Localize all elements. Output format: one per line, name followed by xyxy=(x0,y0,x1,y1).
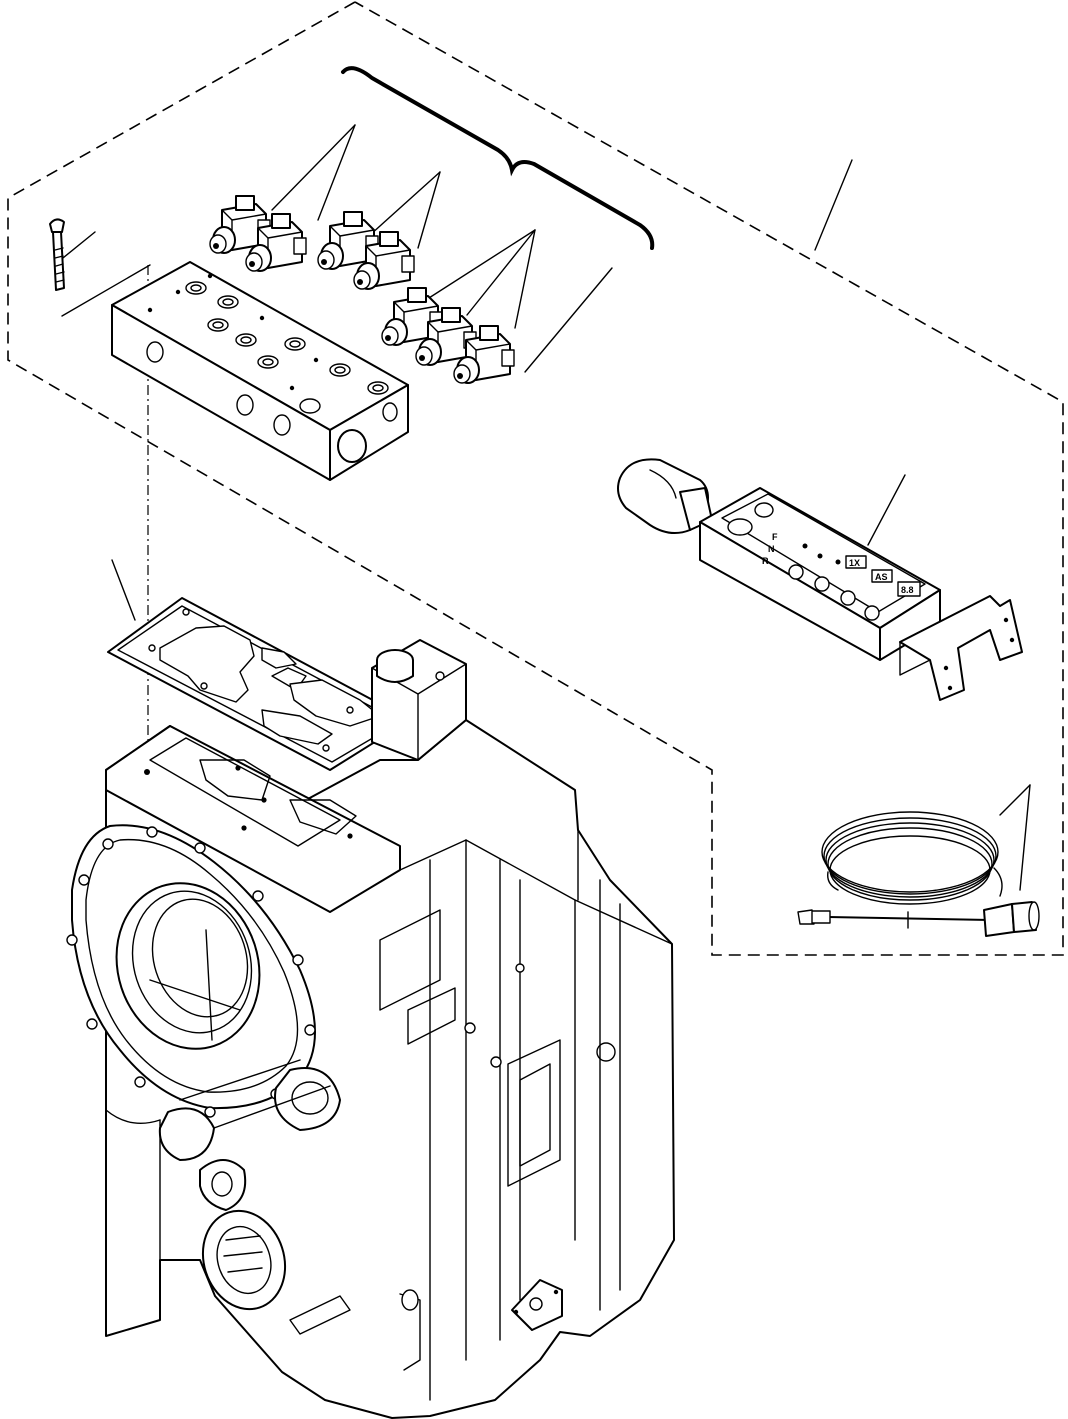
wiring-harness xyxy=(797,811,1040,937)
transmission-housing xyxy=(66,639,675,1419)
kit-boundary xyxy=(7,1,1064,956)
solenoid-group-brace xyxy=(341,66,655,250)
panel-key-letters: F N R xyxy=(762,532,778,566)
valve-gasket xyxy=(107,597,411,771)
control-valve-block xyxy=(111,261,409,481)
panel-buttons xyxy=(788,543,880,621)
key-letter-n: N xyxy=(768,544,775,554)
shift-control-lever: F N R 1X AS 8.8 xyxy=(617,458,1023,701)
panel-label-1: 1X xyxy=(849,558,860,568)
key-letter-f: F xyxy=(772,532,778,542)
mounting-bolt xyxy=(49,218,65,291)
key-letter-r: R xyxy=(762,556,769,566)
valve-block-ports xyxy=(147,273,389,395)
panel-label-2: AS xyxy=(875,572,888,582)
panel-display: 8.8 xyxy=(901,585,914,595)
